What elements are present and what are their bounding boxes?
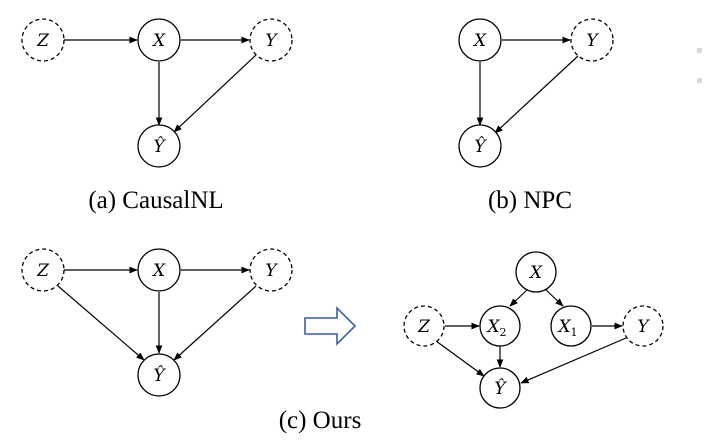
node-x — [515, 251, 557, 293]
node-yhat-label: Ŷ — [153, 136, 166, 157]
node-y-label: Y — [586, 31, 599, 51]
edge-x-x1 — [544, 288, 564, 307]
graph-ours-left: Z X Y Ŷ — [21, 248, 293, 397]
edge-y-yhat — [173, 54, 257, 133]
node-z — [403, 305, 445, 347]
node-yhat-label: Ŷ — [153, 365, 166, 386]
graph-causalnl: Z X Y Ŷ — [21, 18, 293, 168]
node-yhat — [458, 124, 502, 168]
transform-arrow-icon — [304, 306, 357, 346]
node-yhat — [137, 124, 181, 168]
edge-z-yhat — [57, 285, 145, 361]
node-yhat-label: Ŷ — [474, 136, 487, 157]
node-y — [570, 18, 614, 62]
faint-mark — [697, 78, 702, 83]
node-y — [622, 305, 664, 347]
node-yhat-label: Ŷ — [494, 378, 507, 399]
node-x1 — [550, 305, 592, 347]
node-y-label: Y — [265, 31, 278, 51]
node-x-label: X — [472, 31, 487, 51]
node-y — [249, 248, 293, 292]
node-z-label: Z — [417, 317, 431, 337]
node-z-label: Z — [36, 261, 50, 281]
node-x — [458, 18, 502, 62]
node-yhat — [137, 353, 181, 397]
graph-npc: X Y Ŷ — [458, 18, 614, 168]
node-y-label: Y — [637, 317, 650, 337]
node-z — [21, 18, 65, 62]
edge-y-yhat — [494, 55, 579, 134]
edge-z-yhat — [435, 340, 485, 377]
node-y-label: Y — [265, 261, 278, 281]
node-y — [249, 18, 293, 62]
edge-y-yhat — [173, 285, 257, 361]
caption-causalnl: (a) CausalNL — [88, 187, 223, 214]
node-yhat — [479, 367, 521, 409]
caption-npc: (b) NPC — [488, 187, 572, 214]
node-x1-label: X1 — [556, 317, 577, 339]
caption-ours: (c) Ours — [279, 407, 362, 434]
edge-y-yhat — [520, 337, 627, 384]
edge-x-x2 — [509, 288, 529, 307]
node-x — [137, 18, 181, 62]
node-x-label: X — [151, 31, 166, 51]
node-x-label: X — [528, 263, 543, 283]
node-z-label: Z — [36, 31, 50, 51]
graph-ours-right: X Z X2 X1 Y Ŷ — [403, 251, 664, 409]
node-z — [21, 248, 65, 292]
node-x2-label: X2 — [485, 317, 506, 339]
node-x-label: X — [151, 261, 166, 281]
node-x — [137, 248, 181, 292]
node-x2 — [479, 305, 521, 347]
faint-mark — [697, 48, 702, 53]
